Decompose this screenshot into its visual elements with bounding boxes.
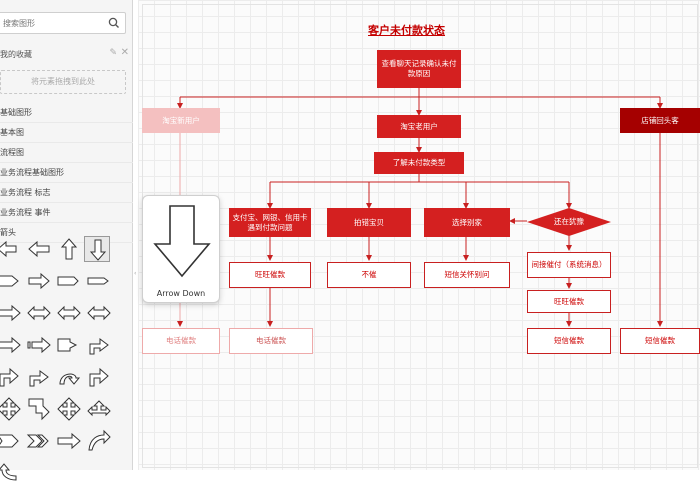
- arrow-down-icon[interactable]: [84, 236, 110, 262]
- node-phone-2[interactable]: 电话催款: [229, 328, 313, 354]
- node-indirect-urge[interactable]: 间接催付（系统消息）: [527, 252, 611, 278]
- sidebar-collapse-handle[interactable]: ‹: [134, 270, 137, 277]
- node-choose-other[interactable]: 选择别家: [424, 208, 510, 237]
- arrow-left-icon[interactable]: [0, 236, 22, 262]
- favorites-title: 我的收藏: [0, 50, 32, 59]
- category-item[interactable]: 基础图形: [0, 103, 133, 123]
- edit-icon[interactable]: ✎: [109, 48, 117, 58]
- chevron-double-icon[interactable]: [26, 428, 52, 454]
- arrow-up-icon[interactable]: [56, 236, 82, 262]
- striped-arrow-icon[interactable]: [26, 332, 52, 358]
- curved-arrow-icon[interactable]: [86, 428, 112, 454]
- close-icon[interactable]: ✕: [120, 47, 129, 58]
- node-wrong-item[interactable]: 拍错宝贝: [327, 208, 411, 237]
- arrow-right-icon[interactable]: [26, 268, 52, 294]
- pentagon-arrow-icon[interactable]: [56, 268, 82, 294]
- node-sms-care[interactable]: 短信关怀别问: [424, 262, 510, 288]
- node-payment-issue[interactable]: 支付宝、网银、信用卡遇到付款问题: [229, 208, 311, 237]
- shape-sidebar: 我的收藏 ✎ ✕ 将元素拖拽到此处 基础图形 基本图 流程图 业务流程基础图形 …: [0, 0, 133, 481]
- tri-arrow-icon[interactable]: [86, 396, 112, 422]
- search-input[interactable]: [3, 16, 103, 30]
- node-sms-1[interactable]: 短信催款: [527, 328, 611, 354]
- quad-arrow-icon[interactable]: [56, 396, 82, 422]
- preview-label: Arrow Down: [156, 289, 206, 298]
- corner-arrow-icon[interactable]: [26, 396, 52, 422]
- favorites-header[interactable]: 我的收藏 ✎ ✕: [0, 44, 133, 66]
- node-taobao-old[interactable]: 淘宝老用户: [377, 115, 461, 138]
- uturn-arrow-icon[interactable]: [56, 364, 82, 390]
- shape-search-box[interactable]: [0, 12, 126, 34]
- bent-arrow-icon[interactable]: [0, 364, 22, 390]
- node-wangwang-2[interactable]: 旺旺催款: [527, 290, 611, 313]
- favorites-drop-zone[interactable]: 将元素拖拽到此处: [0, 70, 126, 94]
- node-taobao-new[interactable]: 淘宝新用户: [142, 108, 220, 133]
- notched-arrow-icon[interactable]: [0, 428, 22, 454]
- double-arrow-icon[interactable]: [86, 300, 112, 326]
- arrow-left-icon[interactable]: [26, 236, 52, 262]
- arrow-right-icon[interactable]: [0, 300, 22, 326]
- bent-arrow-icon[interactable]: [26, 364, 52, 390]
- category-item[interactable]: 业务流程基础图形: [0, 163, 133, 183]
- chevron-arrow-icon[interactable]: [0, 268, 22, 294]
- arrow-right-icon[interactable]: [56, 428, 82, 454]
- arrow-down-icon: [153, 205, 211, 278]
- node-hesitate-diamond[interactable]: [527, 208, 611, 236]
- shape-preview-tooltip: Arrow Down: [142, 195, 220, 303]
- arrow-right-icon[interactable]: [0, 332, 22, 358]
- category-item[interactable]: 业务流程 标志: [0, 183, 133, 203]
- node-sms-2[interactable]: 短信催款: [620, 328, 700, 354]
- double-arrow-icon[interactable]: [26, 300, 52, 326]
- node-no-urge[interactable]: 不催: [327, 262, 411, 288]
- node-hesitate-label: 还在犹豫: [554, 217, 584, 226]
- node-phone-1[interactable]: 电话催款: [142, 328, 220, 354]
- node-check-chat[interactable]: 查看聊天记录确认未付款原因: [377, 50, 461, 88]
- arrow-right-icon[interactable]: [86, 268, 112, 294]
- curved-arrow-icon[interactable]: [0, 458, 22, 484]
- category-item[interactable]: 流程图: [0, 143, 133, 163]
- node-learn-type[interactable]: 了解未付款类型: [374, 152, 464, 174]
- diagram-title[interactable]: 客户未付款状态: [368, 24, 445, 37]
- double-arrow-icon[interactable]: [56, 300, 82, 326]
- quad-arrow-icon[interactable]: [0, 396, 22, 422]
- node-wangwang-1[interactable]: 旺旺催款: [229, 262, 311, 288]
- bent-arrow-icon[interactable]: [86, 332, 112, 358]
- category-item[interactable]: 基本图: [0, 123, 133, 143]
- category-list: 基础图形 基本图 流程图 业务流程基础图形 业务流程 标志 业务流程 事件 箭头: [0, 103, 133, 243]
- bent-arrow-icon[interactable]: [86, 364, 112, 390]
- category-item[interactable]: 业务流程 事件: [0, 203, 133, 223]
- search-icon[interactable]: [107, 16, 121, 30]
- callout-arrow-icon[interactable]: [56, 332, 82, 358]
- node-shop-repeat[interactable]: 店铺回头客: [620, 108, 700, 133]
